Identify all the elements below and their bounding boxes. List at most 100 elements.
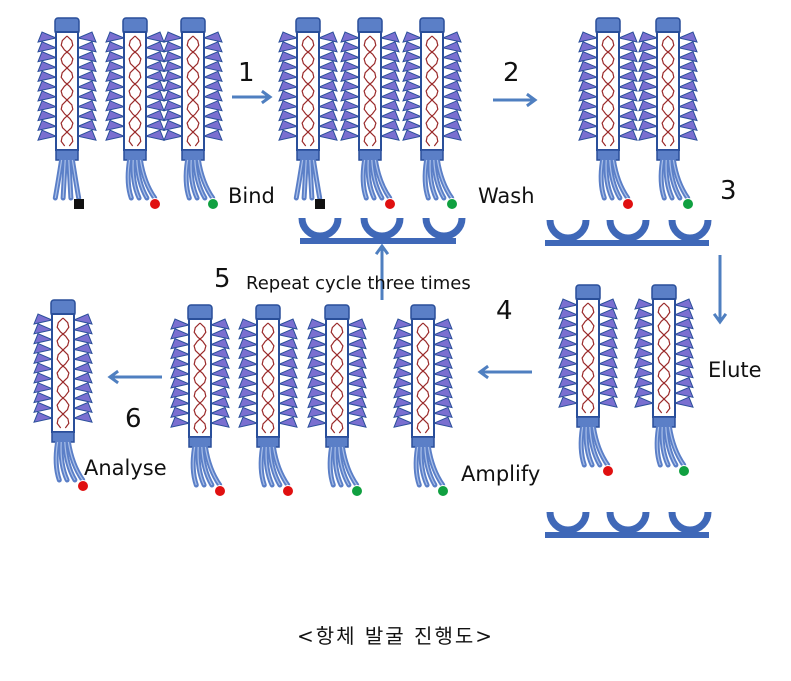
- coat-protein: [432, 347, 453, 360]
- target-dot-icon: [384, 198, 396, 210]
- coat-protein: [340, 90, 361, 102]
- coat-protein: [340, 31, 361, 43]
- well-stem: [687, 237, 693, 243]
- coat-protein: [441, 80, 462, 92]
- coat-protein: [597, 367, 618, 379]
- coat-protein: [170, 328, 191, 340]
- arrow-head: [261, 89, 273, 105]
- coat-protein: [617, 41, 638, 53]
- target-dot-icon: [678, 465, 690, 477]
- tail-fiber-highlight: [605, 159, 613, 199]
- tail-fiber-highlight: [269, 446, 281, 486]
- coat-protein: [209, 318, 230, 330]
- phage-wash-1: [578, 17, 638, 210]
- coat-protein: [33, 401, 54, 414]
- coat-protein: [105, 60, 126, 73]
- coat-protein: [37, 31, 58, 43]
- tail-fiber-highlight: [672, 159, 689, 199]
- target-dot-icon: [315, 199, 325, 209]
- coat-protein: [37, 80, 58, 92]
- coat-protein: [163, 90, 184, 102]
- bind-plate: [298, 217, 466, 244]
- coat-protein: [307, 347, 328, 360]
- coat-protein: [105, 50, 126, 63]
- coat-protein: [209, 406, 230, 419]
- dna-strand: [661, 35, 675, 147]
- dna-strand: [363, 35, 377, 147]
- coat-protein: [617, 70, 638, 82]
- coat-protein: [402, 80, 423, 92]
- dna-strand: [193, 322, 207, 434]
- coat-protein: [202, 119, 223, 132]
- coat-protein: [393, 387, 414, 399]
- coat-protein: [432, 367, 453, 379]
- coat-protein: [277, 318, 298, 330]
- step-5-number: 5: [214, 264, 231, 294]
- step-5-label: Repeat cycle three times: [246, 273, 471, 294]
- coat-protein: [277, 328, 298, 340]
- tail-fiber-highlight: [54, 159, 63, 199]
- coat-protein: [105, 109, 126, 122]
- coat-protein: [33, 342, 54, 355]
- coat-protein: [238, 406, 259, 419]
- coat-protein: [578, 41, 599, 53]
- coat-protein: [673, 337, 694, 349]
- coat-protein: [617, 80, 638, 92]
- coat-protein: [209, 377, 230, 389]
- coat-protein: [677, 80, 698, 92]
- coat-protein: [277, 337, 298, 350]
- coat-protein: [393, 347, 414, 360]
- coat-protein: [634, 367, 655, 379]
- well: [606, 219, 650, 242]
- coat-protein: [307, 377, 328, 389]
- coat-protein: [170, 406, 191, 419]
- coat-protein: [677, 70, 698, 82]
- target-dot-icon: [77, 480, 89, 492]
- coat-protein: [379, 80, 400, 92]
- target-dot-icon: [446, 198, 458, 210]
- coat-protein: [278, 31, 299, 43]
- coat-protein: [393, 406, 414, 419]
- coat-protein: [677, 31, 698, 43]
- coat-protein: [307, 367, 328, 379]
- phage-bind-1: [278, 17, 338, 209]
- coat-protein: [278, 109, 299, 122]
- coat-protein: [105, 41, 126, 53]
- coat-protein: [209, 337, 230, 350]
- dna-strand: [657, 302, 671, 414]
- coat-protein: [346, 357, 367, 369]
- coat-protein: [578, 109, 599, 122]
- coat-protein: [163, 100, 184, 112]
- coat-protein: [393, 367, 414, 379]
- coat-protein: [307, 328, 328, 340]
- coat-protein: [441, 70, 462, 82]
- tail-fiber-highlight: [427, 446, 444, 486]
- coat-protein: [72, 362, 93, 374]
- coat-protein: [317, 50, 338, 63]
- dna-strand: [363, 35, 377, 147]
- coat-protein: [209, 367, 230, 379]
- wash-plate: [545, 219, 712, 246]
- elute-plate: [545, 511, 712, 538]
- coat-protein: [673, 357, 694, 369]
- coat-protein: [37, 119, 58, 132]
- well: [606, 511, 650, 534]
- coat-protein: [402, 90, 423, 102]
- coat-protein: [617, 90, 638, 102]
- target-dot-icon: [437, 485, 449, 497]
- coat-protein: [37, 70, 58, 82]
- coat-protein: [379, 129, 400, 141]
- tail-fiber-highlight: [424, 446, 436, 486]
- coat-protein: [72, 382, 93, 394]
- arrow-head: [712, 313, 728, 325]
- coat-protein: [278, 119, 299, 132]
- coat-protein: [76, 129, 97, 141]
- coat-protein: [37, 100, 58, 112]
- step-3-label: Elute: [708, 358, 762, 382]
- dna-strand: [56, 317, 70, 429]
- coat-protein: [238, 347, 259, 360]
- figure-caption: <항체 발굴 진행도>: [296, 624, 495, 648]
- coat-protein: [307, 396, 328, 409]
- coat-protein: [278, 70, 299, 82]
